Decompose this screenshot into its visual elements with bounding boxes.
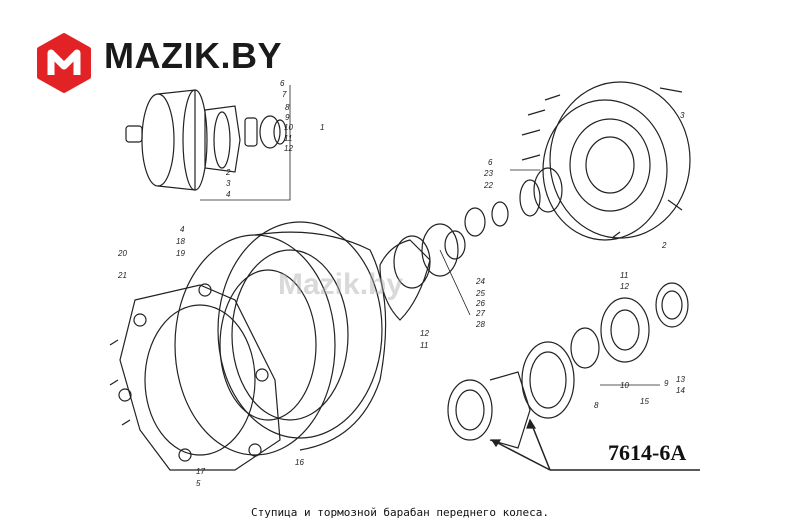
part-number: 11: [420, 341, 428, 350]
part-number: 21: [117, 271, 127, 280]
part-number: 8: [594, 401, 599, 410]
part-number: 26: [475, 299, 485, 308]
cone-parts: [379, 223, 466, 321]
part-number: 2: [225, 168, 231, 177]
part-number: 17: [196, 467, 205, 476]
part-number: 6: [488, 158, 493, 167]
drawing-caption: Ступица и тормозной барабан переднего ко…: [250, 506, 549, 519]
part-number: 27: [475, 309, 485, 318]
part-number: 2: [661, 241, 667, 250]
lower-bearings: [447, 282, 689, 449]
part-number: 8: [285, 103, 290, 112]
brake-drum: [174, 221, 387, 456]
part-number: 4: [180, 225, 185, 234]
hub: [464, 81, 691, 241]
part-number: 10: [284, 123, 293, 132]
watermark: Mazik.by: [278, 268, 404, 301]
part-number: 13: [676, 375, 685, 384]
part-number: 23: [483, 169, 493, 178]
flange-plate: [109, 283, 281, 471]
part-number: 15: [640, 397, 649, 406]
part-number: 7: [282, 90, 287, 99]
part-number: 25: [475, 289, 485, 298]
mazik-logo-icon[interactable]: [34, 33, 94, 98]
part-number: 12: [284, 144, 293, 153]
part-number: 12: [420, 329, 429, 338]
drawing-code: 7614-6А: [608, 440, 687, 465]
brand-name[interactable]: MAZIK.BY: [104, 35, 282, 76]
part-number: 11: [620, 271, 628, 280]
part-number: 5: [196, 479, 201, 488]
part-number: 24: [475, 277, 485, 286]
part-number: 9: [664, 379, 669, 388]
part-number: 20: [117, 249, 127, 258]
part-number: 16: [295, 458, 304, 467]
small-assembly: [125, 89, 287, 191]
part-number: 3: [680, 111, 685, 120]
part-number: 10: [620, 381, 629, 390]
part-number: 22: [483, 181, 493, 190]
part-number: 4: [226, 190, 231, 199]
part-number: 14: [676, 386, 685, 395]
part-number: 19: [176, 249, 185, 258]
part-number: 12: [620, 282, 629, 291]
part-number: 3: [226, 179, 231, 188]
part-number: 6: [280, 79, 285, 88]
part-number: 1: [320, 123, 324, 132]
part-number: 11: [284, 134, 292, 143]
part-number: 28: [475, 320, 485, 329]
part-number: 9: [285, 113, 290, 122]
part-number: 18: [176, 237, 185, 246]
